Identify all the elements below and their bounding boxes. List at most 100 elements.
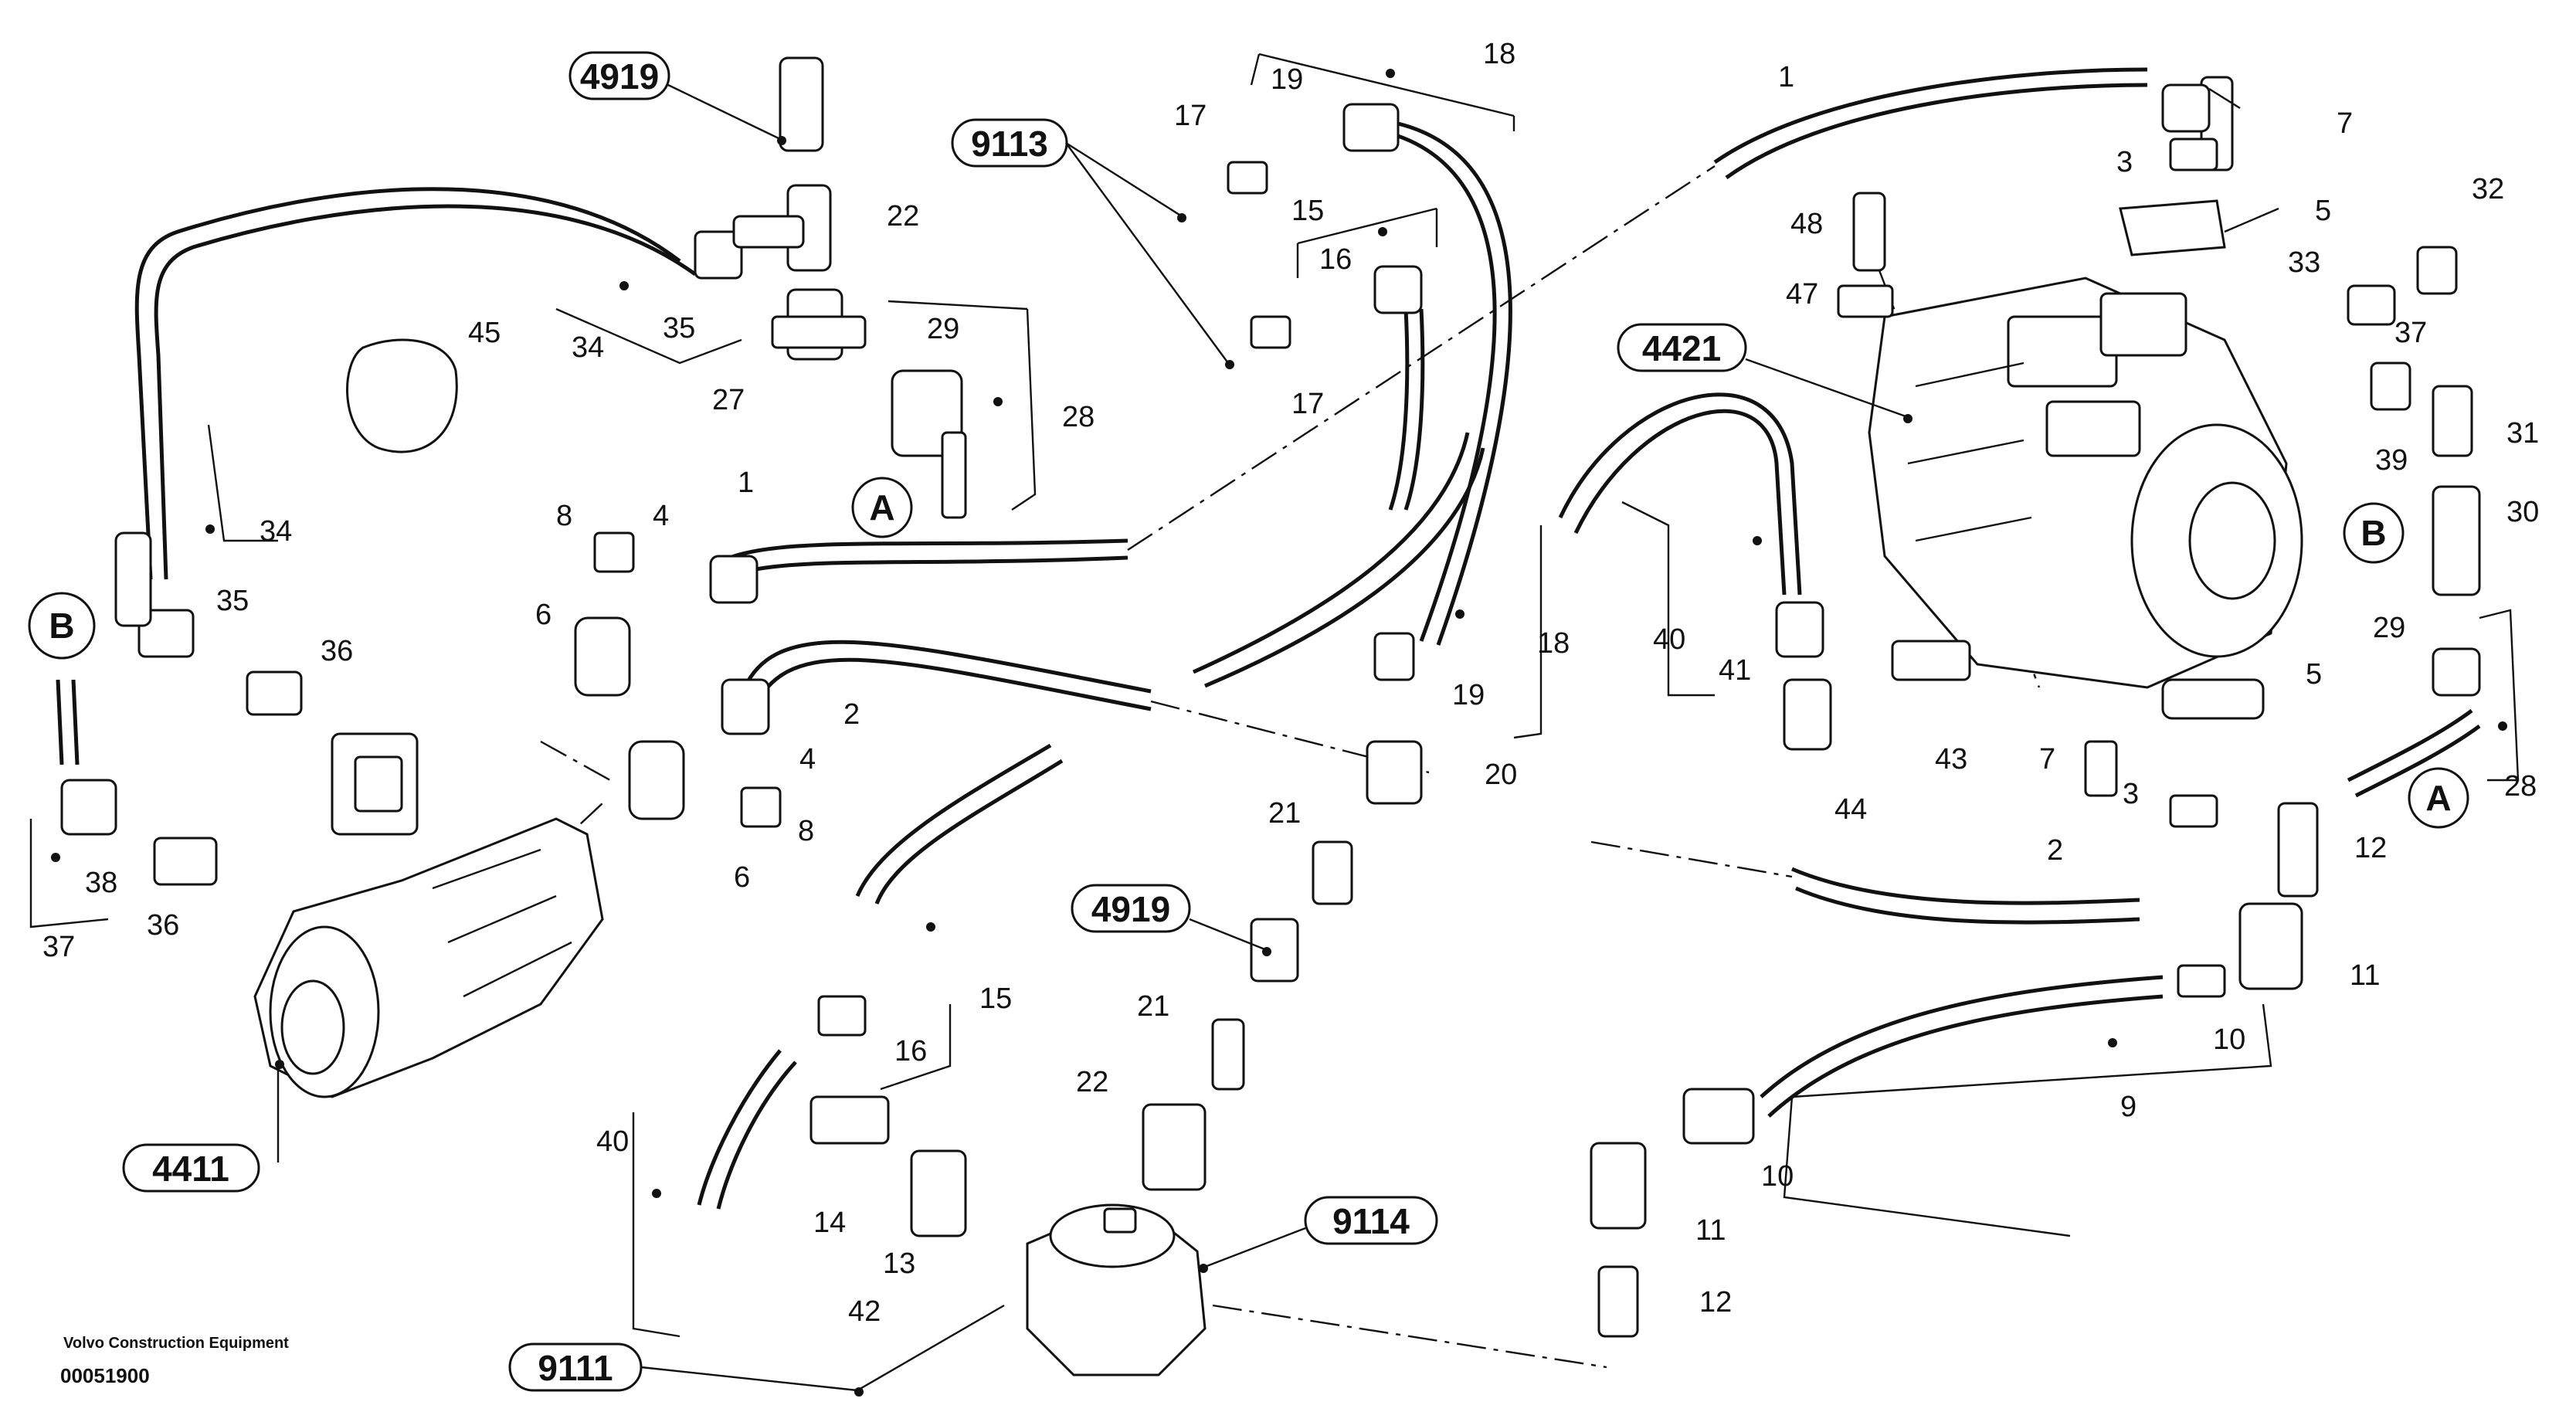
label-33: 33 — [2288, 246, 2320, 279]
label-11: 11 — [1695, 1214, 1726, 1247]
svg-text:B: B — [2360, 513, 2386, 553]
svg-text:9113: 9113 — [971, 124, 1048, 164]
label-28: 28 — [2504, 770, 2537, 803]
marker-b-right: B — [2343, 502, 2405, 564]
label-34: 34 — [260, 515, 292, 548]
label-7: 7 — [2039, 743, 2055, 776]
svg-text:4421: 4421 — [1642, 328, 1721, 368]
label-35: 35 — [663, 312, 695, 345]
label-19: 19 — [1271, 63, 1303, 96]
reference-box-9111[interactable]: 9111 — [508, 1342, 643, 1392]
label-18: 18 — [1537, 627, 1570, 660]
label-5: 5 — [2306, 658, 2322, 691]
marker-a-left: A — [851, 477, 913, 538]
label-14: 14 — [813, 1207, 846, 1239]
label-48: 48 — [1790, 208, 1823, 240]
label-17: 17 — [1174, 100, 1207, 132]
label-43: 43 — [1935, 743, 1967, 776]
hoses — [56, 67, 2481, 1210]
label-27: 27 — [712, 384, 745, 416]
footer-brand: Volvo Construction Equipment — [63, 1335, 289, 1352]
label-22: 22 — [887, 200, 919, 233]
reference-box-4919-center[interactable]: 4919 — [1071, 884, 1191, 933]
label-39: 39 — [2375, 444, 2408, 477]
label-16: 16 — [1319, 243, 1352, 276]
label-37: 37 — [2394, 317, 2427, 349]
label-8: 8 — [798, 815, 814, 847]
label-19: 19 — [1452, 679, 1485, 711]
leader-lines — [29, 53, 2520, 1392]
label-21: 21 — [1268, 797, 1301, 830]
label-12: 12 — [1699, 1286, 1732, 1319]
footer: Volvo Construction Equipment 00051900 — [60, 1335, 289, 1387]
label-36: 36 — [147, 909, 179, 942]
label-28: 28 — [1062, 401, 1095, 433]
svg-text:A: A — [2425, 778, 2451, 818]
label-31: 31 — [2506, 417, 2539, 450]
label-9: 9 — [2120, 1091, 2136, 1123]
label-34: 34 — [572, 331, 604, 364]
label-21: 21 — [1137, 990, 1169, 1023]
label-13: 13 — [883, 1247, 915, 1280]
label-45: 45 — [468, 317, 501, 349]
label-18: 18 — [1483, 38, 1515, 70]
fittings — [60, 56, 2481, 1338]
label-29: 29 — [2373, 612, 2405, 644]
label-38: 38 — [85, 867, 117, 899]
label-12: 12 — [2354, 832, 2387, 864]
svg-text:9114: 9114 — [1332, 1201, 1410, 1241]
label-1: 1 — [738, 467, 754, 499]
reference-box-4411[interactable]: 4411 — [122, 1143, 260, 1193]
label-15: 15 — [1291, 195, 1324, 227]
label-44: 44 — [1834, 793, 1867, 826]
label-29: 29 — [927, 313, 959, 345]
reference-box-9113[interactable]: 9113 — [951, 118, 1068, 168]
label-11: 11 — [2350, 959, 2380, 992]
label-3: 3 — [2123, 778, 2139, 810]
label-2: 2 — [2047, 834, 2063, 867]
part-labels: 22 35 34 45 29 27 28 19 17 18 15 16 17 1… — [42, 38, 2539, 1328]
leader-dots — [51, 69, 2507, 1397]
label-7: 7 — [2337, 107, 2353, 140]
label-4: 4 — [799, 743, 816, 776]
label-22: 22 — [1076, 1066, 1108, 1098]
svg-text:4919: 4919 — [580, 56, 659, 97]
label-17: 17 — [1291, 388, 1324, 420]
hydraulic-pump-4421 — [1868, 277, 2303, 689]
label-20: 20 — [1485, 759, 1517, 791]
hydraulic-motor-4411 — [253, 732, 604, 1098]
label-37: 37 — [42, 931, 75, 963]
label-47: 47 — [1786, 278, 1818, 311]
label-2: 2 — [843, 698, 860, 731]
label-42: 42 — [848, 1295, 881, 1328]
marker-b-left: B — [28, 592, 96, 660]
label-1: 1 — [1778, 61, 1794, 93]
label-3: 3 — [2116, 146, 2133, 178]
footer-drawing-number: 00051900 — [60, 1364, 150, 1387]
label-15: 15 — [979, 983, 1012, 1015]
reference-box-4919-top[interactable]: 4919 — [568, 51, 670, 100]
svg-text:B: B — [49, 606, 74, 646]
marker-a-right: A — [2408, 767, 2469, 829]
reference-box-9114[interactable]: 9114 — [1304, 1196, 1438, 1245]
label-41: 41 — [1719, 654, 1751, 687]
valve-block-9114 — [1026, 1203, 1207, 1376]
label-6: 6 — [535, 599, 552, 631]
label-36: 36 — [321, 635, 353, 667]
label-30: 30 — [2506, 496, 2539, 528]
label-4: 4 — [653, 500, 669, 532]
label-35: 35 — [216, 585, 249, 617]
svg-text:4411: 4411 — [152, 1149, 229, 1189]
label-5: 5 — [2315, 195, 2331, 227]
reference-box-4421[interactable]: 4421 — [1617, 323, 1747, 372]
label-10: 10 — [2213, 1023, 2245, 1056]
svg-text:4919: 4919 — [1091, 889, 1170, 929]
label-10: 10 — [1761, 1160, 1794, 1193]
label-40: 40 — [1653, 623, 1685, 656]
label-8: 8 — [556, 500, 572, 532]
svg-text:9111: 9111 — [538, 1348, 613, 1388]
label-40: 40 — [596, 1125, 629, 1158]
label-32: 32 — [2472, 173, 2504, 205]
